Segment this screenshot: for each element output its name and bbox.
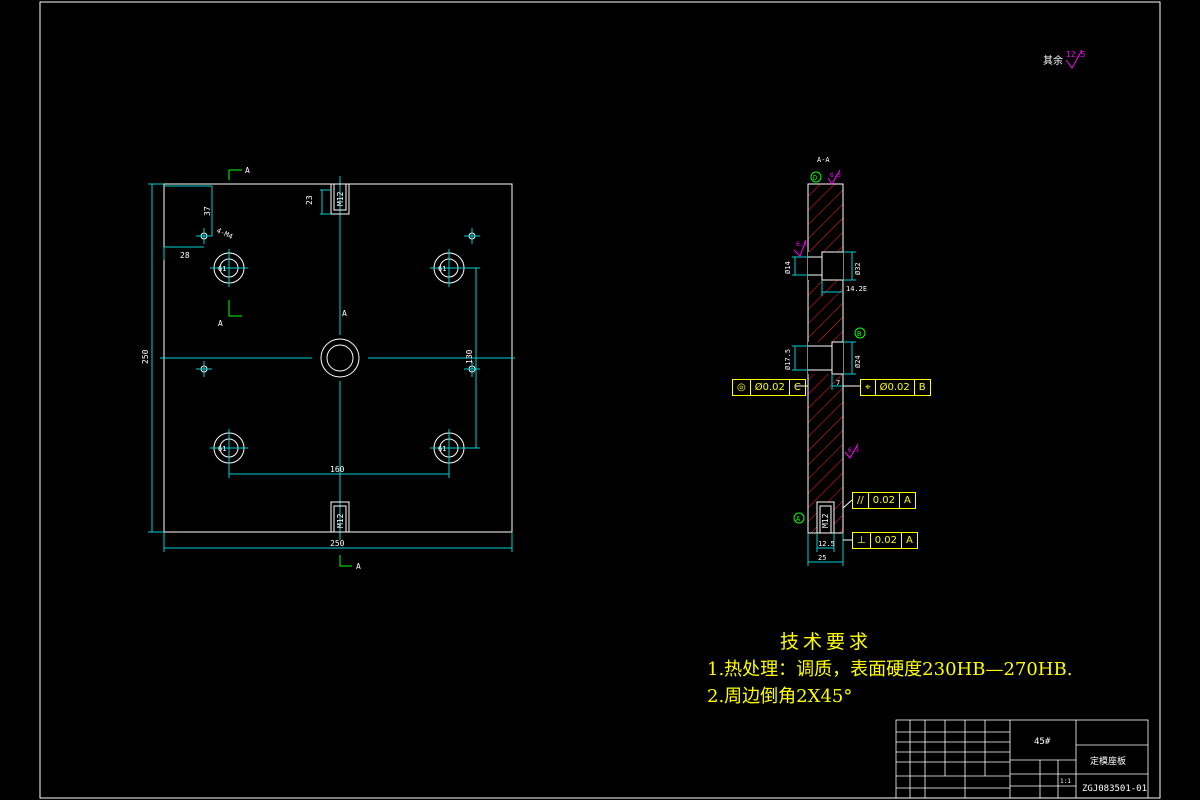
m4-hole-icon bbox=[464, 228, 480, 244]
datum-circle-bottom bbox=[793, 512, 805, 524]
m4-hole-icon bbox=[196, 228, 212, 244]
tolerance-frame-position: ⌖ Ø0.02 B bbox=[860, 379, 931, 396]
dim-center-cbore: Ø24 bbox=[854, 355, 862, 368]
front-view: 61 61 61 61 bbox=[141, 166, 515, 571]
section-view: A-A M12 bbox=[784, 156, 867, 566]
section-thread-label: M12 bbox=[821, 513, 830, 528]
roughness-top: 6.3 bbox=[830, 172, 841, 179]
datum-label-top: D bbox=[813, 174, 817, 182]
dim-center-depth: 7 bbox=[836, 379, 840, 387]
tolerance-frame-perpendicularity: ⊥ 0.02 A bbox=[852, 532, 918, 549]
dim-top-left-h: 28 bbox=[180, 251, 190, 260]
tolerance-frame-concentricity: ◎ Ø0.02 C bbox=[732, 379, 806, 396]
m4-hole-icon bbox=[196, 361, 212, 377]
bolt-hole-label: 61 bbox=[438, 265, 446, 273]
tolerance-value: 0.02 bbox=[869, 493, 901, 508]
tolerance-value: Ø0.02 bbox=[751, 380, 790, 395]
roughness-note-label: 其余 bbox=[1043, 54, 1063, 67]
section-mark-left bbox=[228, 300, 242, 317]
requirements-title: 技术要求 bbox=[780, 631, 873, 653]
section-mark-left-label: A bbox=[218, 319, 223, 328]
bolt-hole-label: 61 bbox=[218, 445, 226, 453]
position-icon: ⌖ bbox=[861, 380, 876, 395]
requirements-line-2: 2.周边倒角2X45° bbox=[707, 686, 853, 707]
bolt-hole-label: 61 bbox=[438, 445, 446, 453]
dim-slot-depth: 23 bbox=[305, 195, 314, 205]
center-hole-cavity bbox=[808, 342, 843, 374]
title-scale: 1:1 bbox=[1060, 778, 1071, 785]
m4-hole-note: 4-M4 bbox=[215, 227, 234, 241]
bolt-hole-top-left: 61 bbox=[210, 249, 248, 287]
thread-label-top: M12 bbox=[336, 191, 345, 206]
thread-label-bottom: M12 bbox=[336, 513, 345, 528]
dim-cbore-upper: Ø32 bbox=[854, 262, 862, 275]
tolerance-datum: A bbox=[905, 535, 913, 546]
roughness-symbol-icon bbox=[827, 169, 841, 185]
section-title: A-A bbox=[817, 156, 830, 164]
bolt-hole-bottom-left: 61 bbox=[210, 429, 248, 467]
parallelism-icon: // bbox=[853, 493, 869, 508]
roughness-symbol-icon bbox=[793, 239, 807, 257]
dim-thread-depth: 12.5 bbox=[818, 540, 835, 548]
bolt-hole-bottom-right: 61 bbox=[430, 429, 468, 467]
section-mark-bottom bbox=[339, 555, 352, 567]
perpendicularity-icon: ⊥ bbox=[853, 533, 871, 548]
roughness-upper: 6.3 bbox=[796, 241, 807, 248]
roughness-note: 其余 12.5 bbox=[1043, 49, 1085, 69]
tolerance-datum: B bbox=[918, 382, 926, 393]
section-mark-center-label: A bbox=[342, 309, 347, 318]
dim-top-left-v: 37 bbox=[203, 206, 212, 216]
title-material: 45# bbox=[1034, 737, 1051, 747]
roughness-mid: 6.3 bbox=[848, 447, 859, 454]
dim-small-hole: Ø14 bbox=[784, 261, 792, 274]
roughness-note-value: 12.5 bbox=[1066, 50, 1085, 59]
section-mark-top-label: A bbox=[245, 166, 250, 175]
dim-hole-spacing-h: 160 bbox=[330, 465, 345, 474]
section-mark-bottom-label: A bbox=[356, 562, 361, 571]
dim-overall-height: 250 bbox=[141, 349, 150, 364]
thread-slot-bottom: M12 bbox=[330, 501, 350, 533]
bolt-hole-top-right: 61 bbox=[430, 249, 468, 287]
datum-label-bottom: A bbox=[796, 515, 801, 523]
center-hole-outer bbox=[320, 338, 360, 378]
tolerance-frame-parallelism: // 0.02 A bbox=[852, 492, 916, 509]
title-block bbox=[895, 719, 1149, 799]
roughness-symbol-icon bbox=[1065, 49, 1083, 69]
section-mark-top bbox=[228, 169, 242, 180]
title-part-name: 定模座板 bbox=[1090, 755, 1126, 767]
dim-thickness: 25 bbox=[818, 554, 826, 562]
tolerance-datum: C bbox=[793, 382, 801, 393]
tolerance-value: Ø0.02 bbox=[876, 380, 915, 395]
roughness-symbol-icon bbox=[844, 443, 859, 459]
datum-label-mid: B bbox=[857, 330, 861, 338]
center-hole-inner bbox=[326, 344, 354, 372]
bolt-hole-label: 61 bbox=[218, 265, 226, 273]
thread-slot-top: M12 bbox=[330, 183, 350, 215]
concentricity-icon: ◎ bbox=[733, 380, 751, 395]
tolerance-datum: A bbox=[904, 495, 911, 506]
requirements-line-1: 1.热处理：调质，表面硬度230HB—270HB. bbox=[707, 659, 1073, 680]
dim-center-hole: Ø17.5 bbox=[784, 349, 792, 370]
title-drawing-no: ZGJ083501-01 bbox=[1082, 784, 1147, 794]
datum-circle-top bbox=[810, 171, 822, 183]
m4-hole-icon bbox=[464, 361, 480, 377]
datum-circle-mid bbox=[854, 327, 866, 339]
dim-hole-spacing-v: 130 bbox=[465, 349, 474, 364]
upper-hole-cavity bbox=[808, 252, 843, 280]
drawing-frame bbox=[39, 1, 1161, 799]
dim-overall-width: 250 bbox=[330, 539, 345, 548]
dim-cbore-depth: 14.2E bbox=[846, 285, 867, 293]
tolerance-value: 0.02 bbox=[871, 533, 902, 548]
